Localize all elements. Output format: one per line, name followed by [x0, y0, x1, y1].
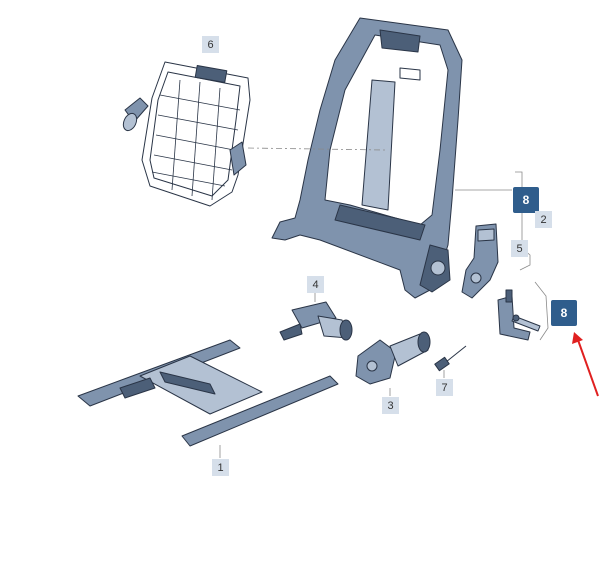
callout-8-upper: 8	[513, 187, 539, 213]
hinge-bracket	[461, 223, 499, 299]
red-pointer-arrow	[572, 332, 599, 397]
seat-rail-assembly	[77, 339, 339, 447]
seat-back-frame	[271, 17, 463, 299]
callout-6: 6	[202, 36, 219, 53]
callout-3: 3	[382, 397, 399, 414]
sensor-connector	[434, 345, 467, 372]
callout-8-lower: 8	[551, 300, 577, 326]
callout-2: 2	[535, 211, 552, 228]
callout-7: 7	[436, 379, 453, 396]
leader-6-to-frame	[247, 147, 386, 151]
callout-1: 1	[212, 459, 229, 476]
adjustment-motor-3	[355, 331, 431, 385]
callout-5: 5	[511, 240, 528, 257]
callout-4: 4	[307, 276, 324, 293]
lumbar-support-mat	[122, 61, 251, 207]
mounting-bracket-with-bolts	[497, 289, 541, 341]
adjustment-motor-4	[279, 301, 353, 341]
